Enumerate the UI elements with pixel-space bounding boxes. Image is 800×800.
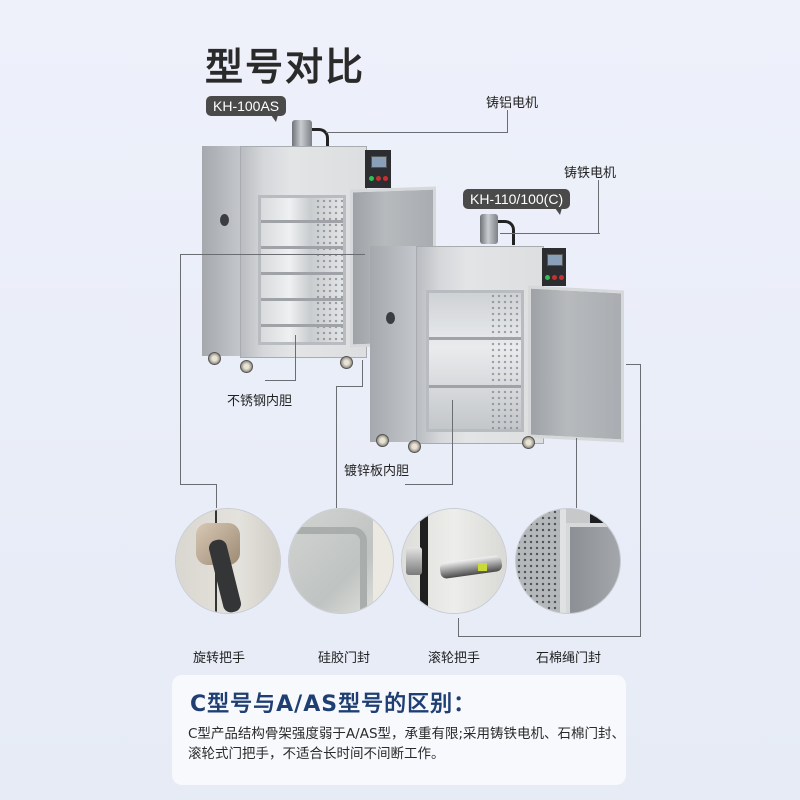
- caster-wheel: [376, 434, 389, 447]
- leader-line: [626, 364, 640, 365]
- roller-handle-icon: [402, 509, 506, 613]
- red-button-icon[interactable]: [383, 176, 388, 181]
- control-panel: [542, 248, 566, 286]
- feature-label-asbestos-seal: 石棉绳门封: [536, 651, 602, 666]
- label-liner-stainless: 不锈钢内胆: [227, 394, 293, 409]
- leader-line: [180, 254, 365, 255]
- feature-label-roller-handle: 滚轮把手: [428, 651, 481, 666]
- leader-line: [576, 438, 577, 508]
- display-screen: [371, 156, 387, 168]
- oven-side: [370, 246, 416, 442]
- leader-line: [458, 618, 459, 636]
- comparison-heading: C型号与A/AS型号的区别：: [190, 692, 477, 717]
- green-button-icon[interactable]: [369, 176, 374, 181]
- rotary-handle-icon: [176, 509, 280, 613]
- display-screen: [547, 254, 563, 266]
- comparison-note-card: [172, 675, 626, 785]
- galvanized-cavity: [426, 290, 524, 432]
- caster-wheel: [208, 352, 221, 365]
- feature-label-silicone-seal: 硅胶门封: [318, 651, 371, 666]
- stainless-cavity: [258, 195, 346, 345]
- silicone-seal-icon: [289, 509, 393, 613]
- leader-line: [507, 110, 508, 133]
- oven-kh-110-100c: [368, 214, 630, 453]
- leader-line: [336, 386, 363, 387]
- caster-wheel: [522, 436, 535, 449]
- leader-line: [405, 484, 453, 485]
- leader-line: [295, 335, 296, 380]
- label-motor-iron: 铸铁电机: [564, 166, 617, 181]
- label-motor-aluminum: 铸铝电机: [486, 96, 539, 111]
- control-panel: [365, 150, 391, 188]
- leader-line: [598, 180, 599, 234]
- leader-line: [458, 636, 641, 637]
- motor-iron-icon: [480, 214, 498, 244]
- comparison-body: C型产品结构骨架强度弱于A/AS型，承重有限;采用铸铁电机、石棉门封、滚轮式门把…: [188, 726, 626, 762]
- caster-wheel: [408, 440, 421, 453]
- motor-cable: [312, 128, 329, 149]
- caster-wheel: [340, 356, 353, 369]
- leader-line: [265, 380, 296, 381]
- leader-line: [640, 364, 641, 636]
- model-tag-kh-110-100c: KH-110/100(C): [463, 189, 571, 215]
- oven-kh-100as: [200, 120, 440, 380]
- leader-line: [216, 484, 217, 508]
- red-button-icon[interactable]: [559, 275, 564, 280]
- leader-line: [362, 360, 363, 386]
- vent-icon: [386, 312, 395, 324]
- label-liner-galvanized: 镀锌板内胆: [344, 464, 410, 479]
- motor-cable: [498, 220, 515, 245]
- leader-line: [452, 400, 453, 485]
- page-title: 型号对比: [205, 45, 366, 89]
- leader-line: [500, 233, 600, 234]
- oven-door-open[interactable]: [528, 285, 624, 443]
- leader-line: [336, 386, 337, 508]
- model-tag-kh-100as: KH-100AS: [206, 96, 287, 122]
- oven-side: [202, 146, 240, 356]
- green-button-icon[interactable]: [545, 275, 550, 280]
- leader-line: [180, 484, 216, 485]
- red-button-icon[interactable]: [552, 275, 557, 280]
- caster-wheel: [240, 360, 253, 373]
- motor-aluminum-icon: [292, 120, 312, 150]
- asbestos-rope-seal-icon: [516, 509, 620, 613]
- red-button-icon[interactable]: [376, 176, 381, 181]
- leader-line: [326, 132, 508, 133]
- vent-icon: [220, 214, 229, 226]
- leader-line: [180, 254, 181, 484]
- feature-label-rotary-handle: 旋转把手: [193, 651, 246, 666]
